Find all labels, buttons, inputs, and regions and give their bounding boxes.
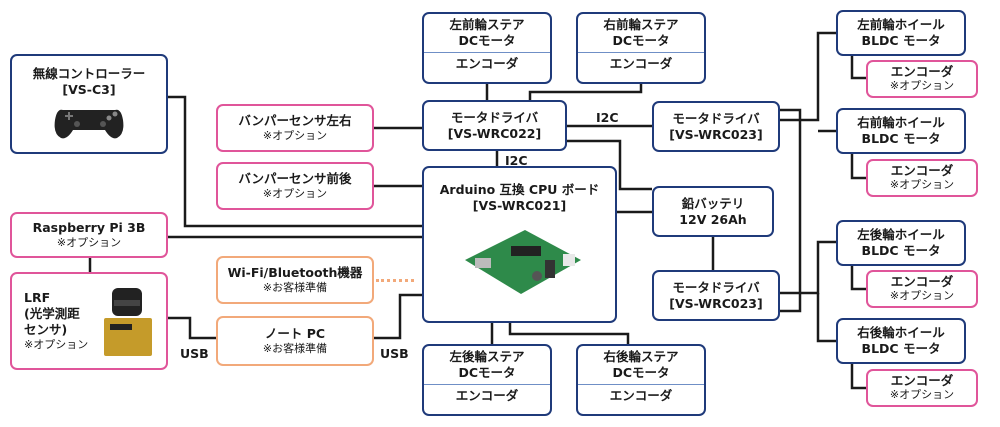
motor-driver-023-bottom-name: モータドライバ [672, 279, 760, 295]
steer-rr-line2: DCモータ [612, 365, 670, 380]
circuit-board-icon [464, 230, 581, 294]
wheel-fl-note: ※オプション [889, 79, 955, 92]
bumper-lr-name: バンパーセンサ左右 [238, 113, 352, 128]
wifi-bluetooth-note: ※お客様準備 [262, 281, 328, 294]
battery-name: 鉛バッテリ [681, 195, 745, 211]
wheel-rl-encoder-box: エンコーダ ※オプション [866, 270, 978, 308]
wheel-fl-line2: BLDC モータ [861, 33, 941, 48]
wheel-fl-encoder: エンコーダ [890, 64, 954, 79]
wheel-rr-box: 右後輪ホイール BLDC モータ [836, 318, 966, 364]
lrf-line2: (光学測距 [24, 306, 80, 321]
i2c-label-vertical: I2C [505, 153, 528, 168]
steer-rl-line2: DCモータ [458, 365, 516, 380]
steer-rr-encoder: エンコーダ [609, 387, 673, 403]
lrf-note: ※オプション [24, 338, 89, 351]
motor-driver-023-bottom-model: [VS-WRC023] [669, 295, 763, 311]
wheel-rr-note: ※オプション [889, 388, 955, 401]
cpu-board-box: Arduino 互換 CPU ボード [VS-WRC021] [422, 166, 617, 323]
lrf-line3: センサ) [24, 322, 68, 337]
motor-driver-023-bottom-box: モータドライバ [VS-WRC023] [652, 270, 780, 321]
controller-model: [VS-C3] [62, 82, 116, 97]
wheel-fl-line1: 左前輪ホイール [857, 17, 945, 32]
motor-driver-022-name: モータドライバ [450, 109, 539, 125]
wheel-fr-line1: 右前輪ホイール [857, 115, 945, 130]
steer-fl-line2: DCモータ [458, 33, 516, 48]
notebook-pc-note: ※お客様準備 [262, 342, 328, 355]
usb-label-left: USB [180, 346, 209, 361]
bumper-fb-note: ※オプション [262, 187, 328, 200]
wheel-rl-line2: BLDC モータ [861, 243, 941, 258]
steer-fl-line1: 左前輪ステア [449, 17, 525, 32]
wireless-controller-box: 無線コントローラー [VS-C3] [10, 54, 168, 154]
wheel-rr-encoder-box: エンコーダ ※オプション [866, 369, 978, 407]
raspberry-pi-note: ※オプション [56, 236, 122, 249]
i2c-label-horizontal: I2C [596, 110, 619, 125]
wheel-fr-encoder-box: エンコーダ ※オプション [866, 159, 978, 197]
controller-name: 無線コントローラー [32, 66, 146, 81]
cpu-board-name: Arduino 互換 CPU ボード [439, 182, 600, 197]
motor-driver-022-box: モータドライバ [VS-WRC022] [422, 100, 567, 151]
steer-fr-line2: DCモータ [612, 33, 670, 48]
steer-fr-line1: 右前輪ステア [603, 17, 679, 32]
cpu-board-model: [VS-WRC021] [472, 198, 567, 213]
battery-spec: 12V 26Ah [679, 211, 747, 227]
wheel-fr-encoder: エンコーダ [890, 163, 954, 178]
wheel-fr-note: ※オプション [889, 178, 955, 191]
battery-box: 鉛バッテリ 12V 26Ah [652, 186, 774, 237]
steer-fr-encoder: エンコーダ [609, 55, 673, 71]
motor-driver-023-top-box: モータドライバ [VS-WRC023] [652, 101, 780, 152]
notebook-pc-name: ノート PC [264, 326, 326, 341]
steer-rl-line1: 左後輪ステア [449, 349, 525, 364]
motor-driver-023-top-model: [VS-WRC023] [669, 126, 763, 142]
bumper-fb-box: バンパーセンサ前後 ※オプション [216, 162, 374, 210]
wheel-fr-box: 右前輪ホイール BLDC モータ [836, 108, 966, 154]
wheel-fl-encoder-box: エンコーダ ※オプション [866, 60, 978, 98]
steer-rr-line1: 右後輪ステア [603, 349, 679, 364]
steer-rl-encoder: エンコーダ [455, 387, 519, 403]
bumper-lr-box: バンパーセンサ左右 ※オプション [216, 104, 374, 152]
wheel-rl-encoder: エンコーダ [890, 274, 954, 289]
wifi-bluetooth-box: Wi-Fi/Bluetooth機器 ※お客様準備 [216, 256, 374, 304]
bumper-lr-note: ※オプション [262, 129, 328, 142]
wheel-rl-line1: 左後輪ホイール [857, 227, 945, 242]
wheel-fr-line2: BLDC モータ [861, 131, 941, 146]
motor-driver-022-model: [VS-WRC022] [447, 125, 542, 141]
motor-driver-023-top-name: モータドライバ [672, 110, 760, 126]
raspberry-pi-name: Raspberry Pi 3B [32, 220, 146, 235]
wheel-rr-line2: BLDC モータ [861, 341, 941, 356]
raspberry-pi-box: Raspberry Pi 3B ※オプション [10, 212, 168, 258]
wireless-dotted-link [376, 279, 414, 282]
lrf-box: LRF (光学測距 センサ) ※オプション [10, 272, 168, 370]
wheel-rr-encoder: エンコーダ [890, 373, 954, 388]
wheel-rr-line1: 右後輪ホイール [857, 325, 945, 340]
usb-label-right: USB [380, 346, 409, 361]
wheel-rl-box: 左後輪ホイール BLDC モータ [836, 220, 966, 266]
lrf-line1: LRF [24, 290, 51, 305]
wifi-bluetooth-name: Wi-Fi/Bluetooth機器 [227, 265, 363, 280]
wheel-rl-note: ※オプション [889, 289, 955, 302]
lidar-sensor-icon [104, 288, 152, 356]
notebook-pc-box: ノート PC ※お客様準備 [216, 316, 374, 366]
steer-fl-encoder: エンコーダ [455, 55, 519, 71]
wheel-fl-box: 左前輪ホイール BLDC モータ [836, 10, 966, 56]
bumper-fb-name: バンパーセンサ前後 [238, 171, 352, 186]
gamepad-icon [54, 109, 124, 139]
